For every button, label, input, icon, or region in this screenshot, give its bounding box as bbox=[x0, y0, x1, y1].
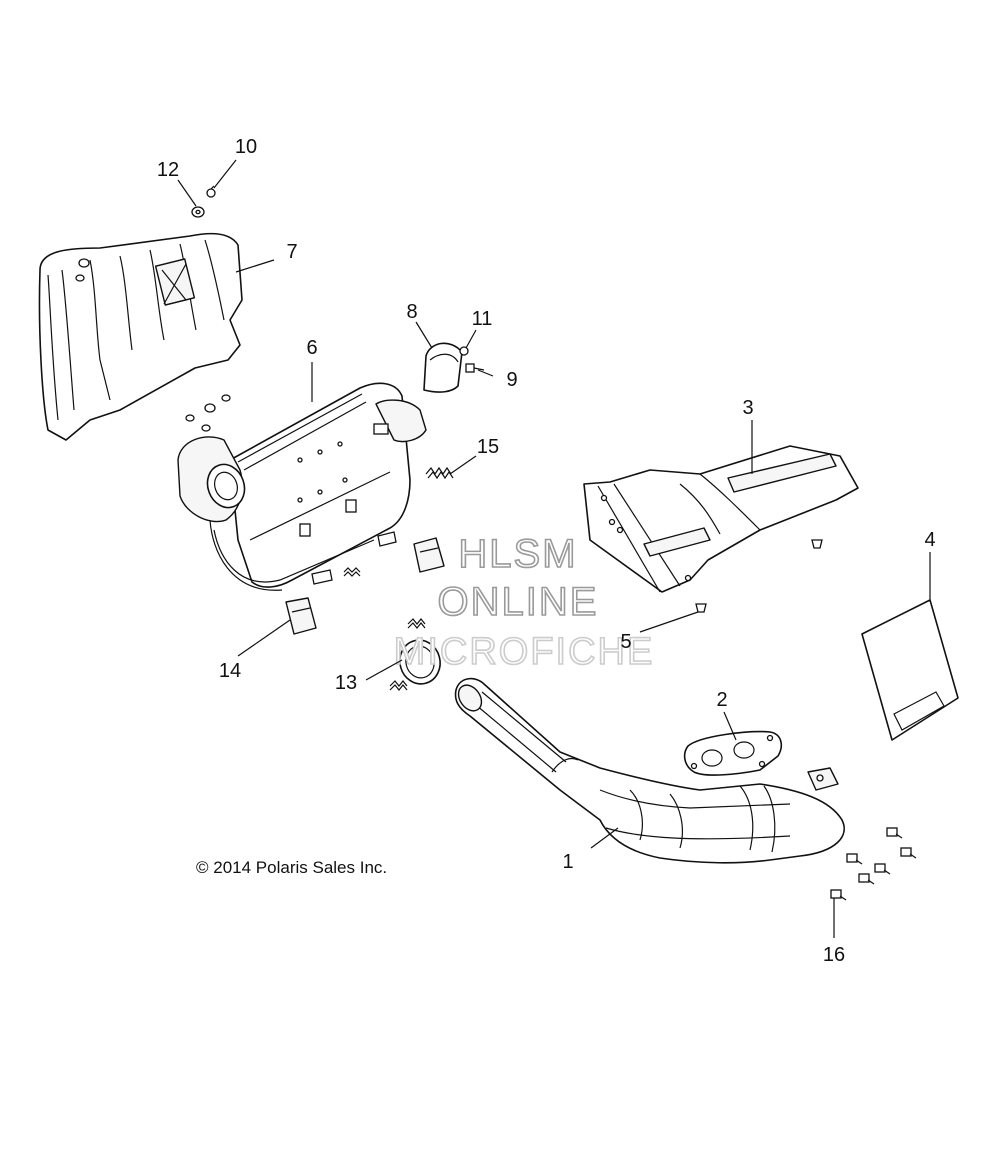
callout-3[interactable]: 3 bbox=[742, 397, 753, 419]
part-3-heat-shield-lower[interactable] bbox=[583, 445, 859, 593]
callout-9[interactable]: 9 bbox=[506, 369, 517, 391]
callout-8[interactable]: 8 bbox=[406, 301, 417, 323]
callout-2[interactable]: 2 bbox=[716, 689, 727, 711]
part-11-nut[interactable] bbox=[459, 346, 469, 356]
part-8-exhaust-tip-cap[interactable] bbox=[423, 342, 463, 393]
watermark: HLSM ONLINE MICROFICHE bbox=[393, 531, 655, 674]
leader-lines bbox=[177, 159, 931, 938]
callout-16[interactable]: 16 bbox=[823, 944, 845, 966]
part-9-bolt[interactable] bbox=[465, 363, 485, 373]
part-6-muffler[interactable] bbox=[177, 382, 427, 591]
callout-10[interactable]: 10 bbox=[235, 136, 257, 158]
callout-13[interactable]: 13 bbox=[335, 672, 357, 694]
callout-1[interactable]: 1 bbox=[562, 851, 573, 873]
watermark-line-3: MICROFICHE bbox=[394, 631, 655, 673]
callout-6[interactable]: 6 bbox=[306, 337, 317, 359]
copyright-text: © 2014 Polaris Sales Inc. bbox=[196, 858, 387, 877]
part-10-screw[interactable] bbox=[206, 185, 216, 198]
part-12-washer[interactable] bbox=[191, 206, 205, 218]
watermark-line-1: HLSM bbox=[458, 532, 577, 576]
callout-15[interactable]: 15 bbox=[477, 436, 499, 458]
rubber-mount-2[interactable] bbox=[413, 537, 445, 573]
part-16-bolts[interactable] bbox=[830, 827, 917, 901]
callout-11[interactable]: 11 bbox=[472, 308, 493, 330]
part-13-clamp[interactable] bbox=[389, 618, 445, 691]
callout-5[interactable]: 5 bbox=[620, 631, 631, 653]
callout-14[interactable]: 14 bbox=[219, 660, 241, 682]
part-2-gasket[interactable] bbox=[683, 730, 783, 776]
callout-12[interactable]: 12 bbox=[157, 159, 179, 181]
part-7-heat-shield-upper[interactable] bbox=[38, 232, 243, 441]
part-4-shield-plate[interactable] bbox=[861, 599, 959, 741]
callout-4[interactable]: 4 bbox=[924, 529, 935, 551]
part-5-fastener[interactable] bbox=[695, 539, 823, 613]
spring-small[interactable] bbox=[343, 567, 361, 577]
callout-labels: 1 2 3 4 5 6 7 8 9 10 11 12 13 14 15 16 bbox=[157, 136, 936, 966]
part-15-spring[interactable] bbox=[425, 466, 454, 480]
part-1-exhaust-header[interactable] bbox=[454, 677, 845, 864]
part-14-rubber-mount[interactable] bbox=[285, 597, 317, 635]
callout-7[interactable]: 7 bbox=[286, 241, 297, 263]
watermark-line-2: ONLINE bbox=[438, 580, 599, 624]
